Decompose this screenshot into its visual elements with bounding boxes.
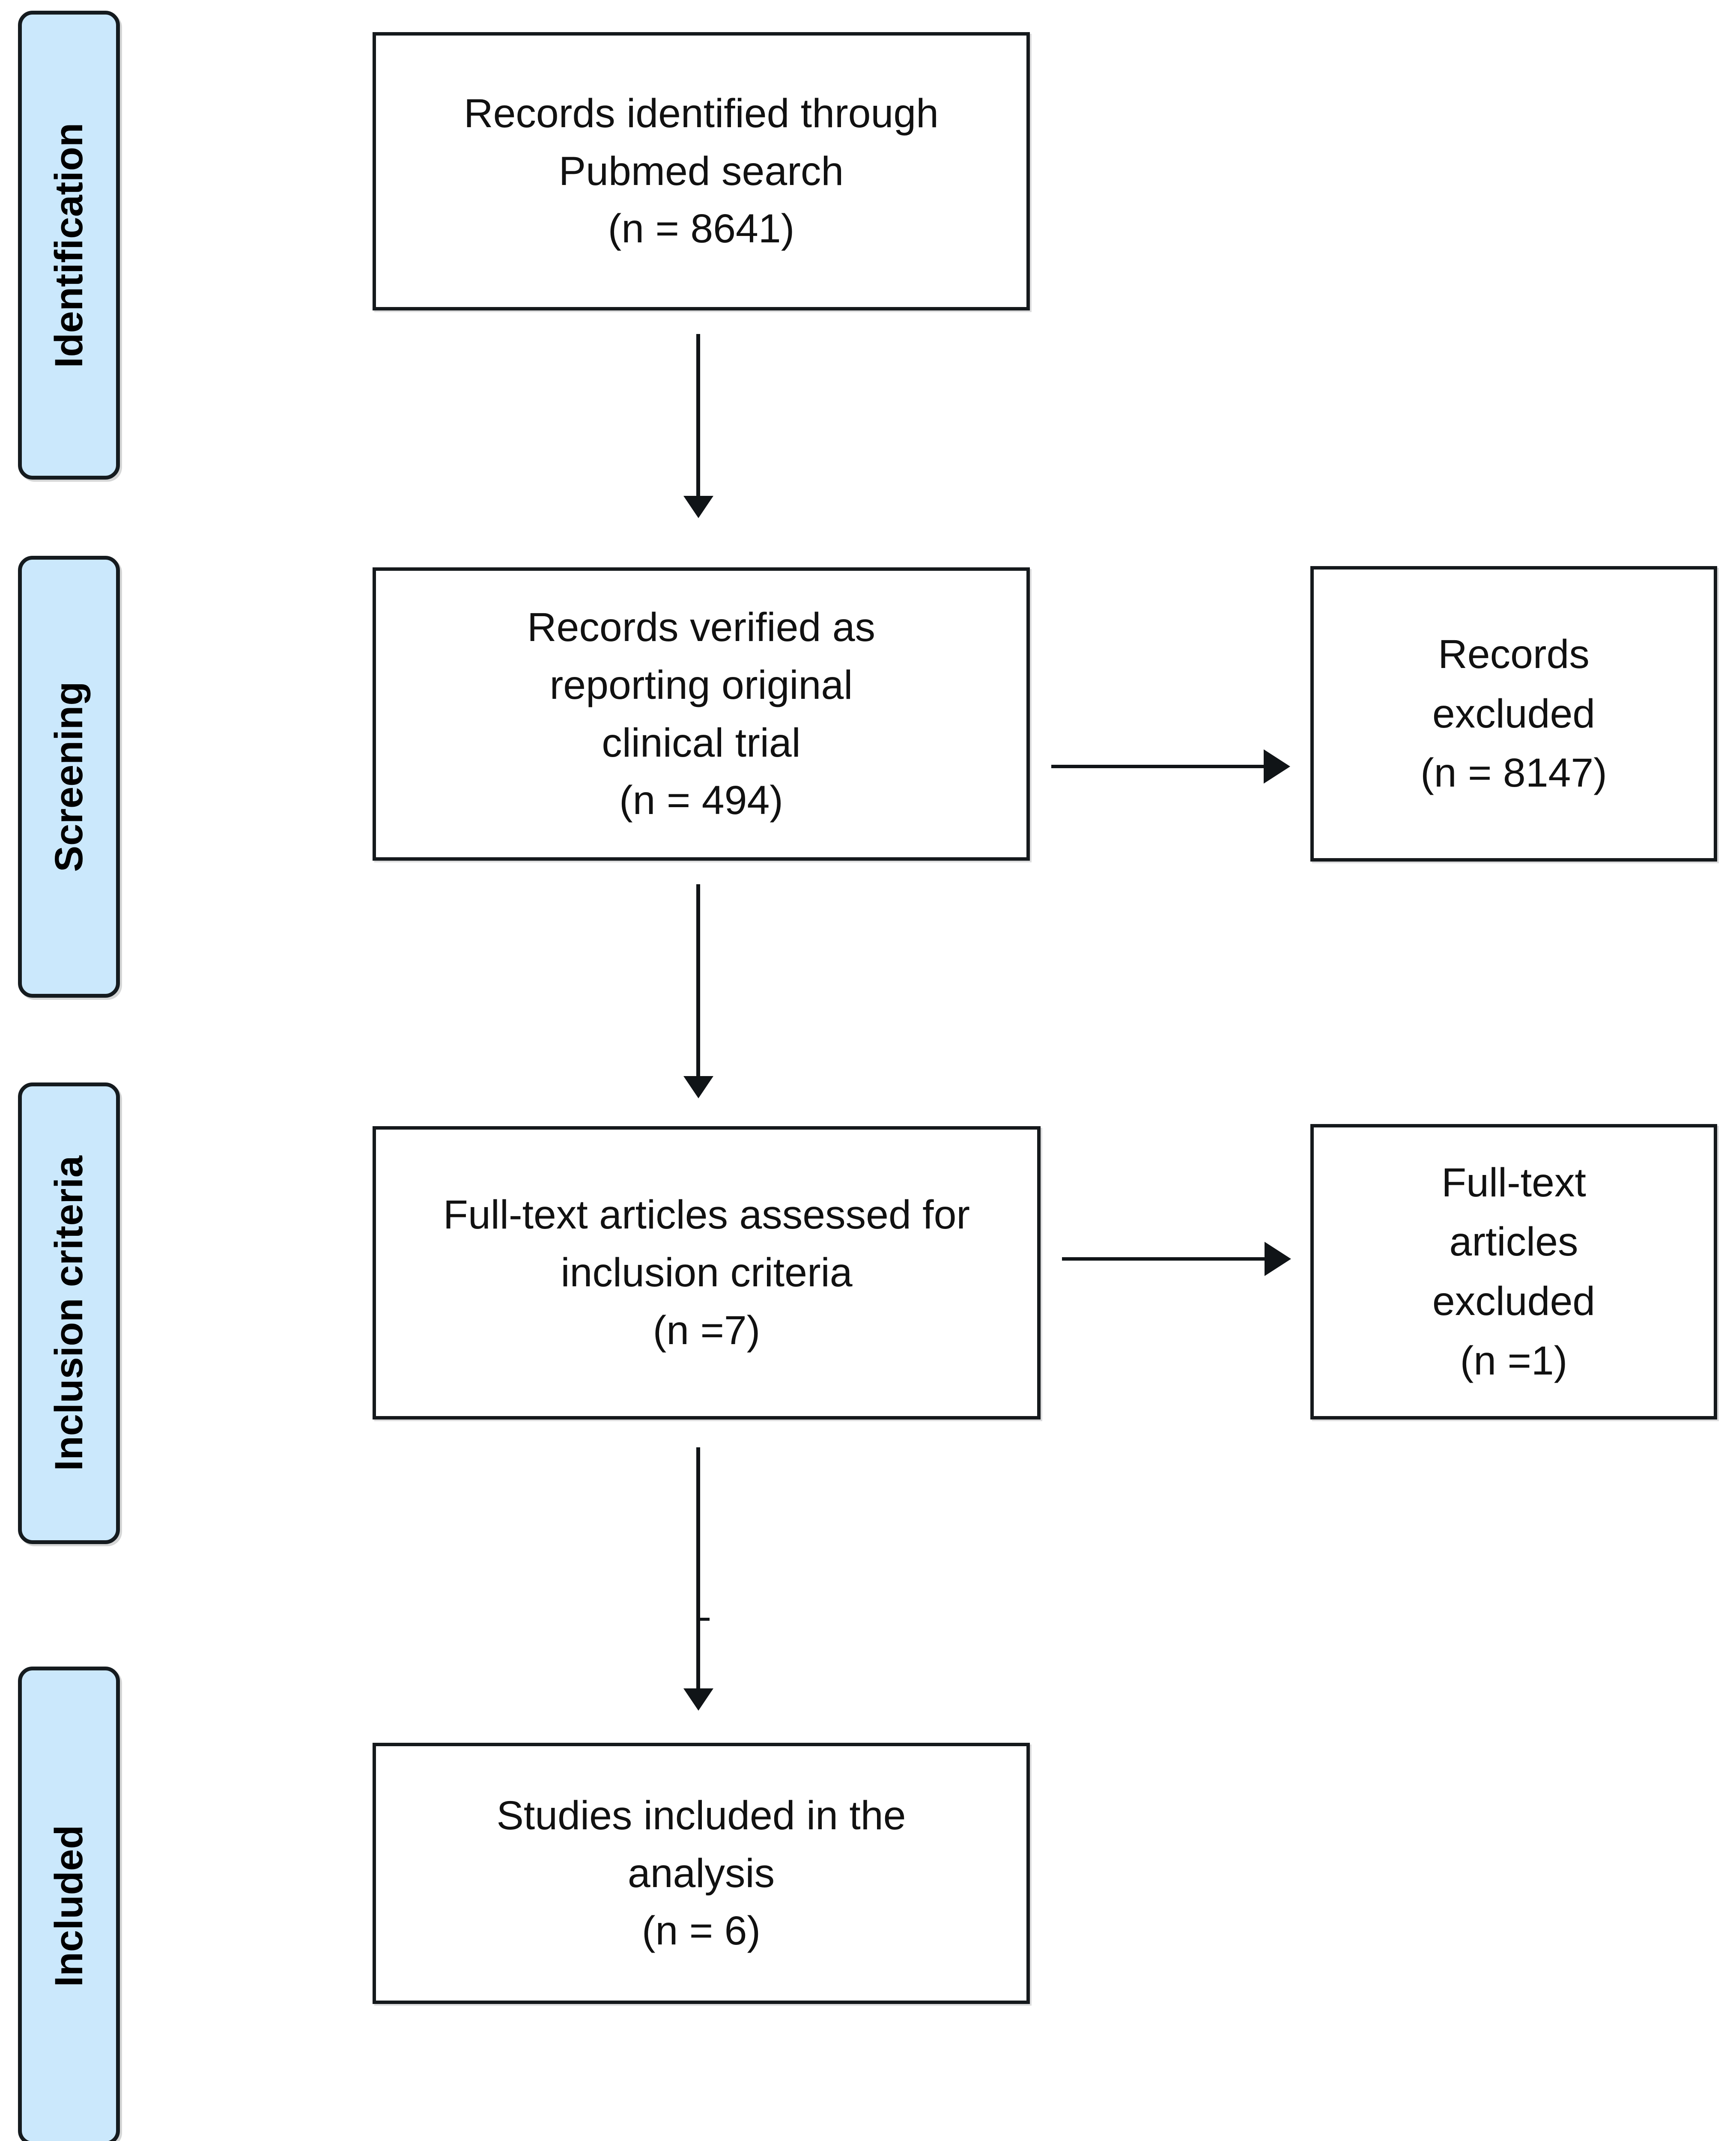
- box-studies-included: Studies included in the analysis (n = 6): [373, 1743, 1030, 2004]
- arrow-verified-to-records-excluded-icon: [1051, 749, 1290, 784]
- stage-label-screening: Screening: [47, 681, 91, 872]
- box-fulltext-excluded-text: Full-text articles excluded (n =1): [1432, 1160, 1596, 1384]
- stage-pill-identification: Identification: [18, 11, 120, 480]
- stage-label-included: Included: [47, 1825, 91, 1987]
- arrow-fulltext-to-fulltext-excluded-icon: [1062, 1242, 1291, 1276]
- box-records-verified: Records verified as reporting original c…: [373, 567, 1030, 861]
- arrow-identified-to-verified-icon: [683, 334, 713, 518]
- stage-pill-inclusion-criteria: Inclusion criteria: [18, 1082, 120, 1544]
- box-studies-included-text: Studies included in the analysis (n = 6): [496, 1792, 906, 1954]
- arrow-verified-to-fulltext-icon: [683, 884, 713, 1098]
- box-records-excluded-text: Records excluded (n = 8147): [1420, 631, 1607, 796]
- stage-label-identification: Identification: [47, 122, 91, 368]
- box-fulltext-assessed-text: Full-text articles assessed for inclusio…: [443, 1192, 970, 1353]
- stage-pill-screening: Screening: [18, 556, 120, 998]
- box-records-identified: Records identified through Pubmed search…: [373, 32, 1030, 310]
- box-records-excluded: Records excluded (n = 8147): [1310, 566, 1717, 862]
- stage-pill-included: Included: [18, 1667, 120, 2141]
- box-fulltext-excluded: Full-text articles excluded (n =1): [1310, 1124, 1717, 1419]
- stage-label-inclusion-criteria: Inclusion criteria: [47, 1155, 91, 1471]
- box-fulltext-assessed: Full-text articles assessed for inclusio…: [373, 1126, 1041, 1419]
- arrow-fulltext-to-included-icon: [683, 1447, 713, 1711]
- box-records-identified-text: Records identified through Pubmed search…: [463, 90, 939, 252]
- box-records-verified-text: Records verified as reporting original c…: [527, 604, 876, 823]
